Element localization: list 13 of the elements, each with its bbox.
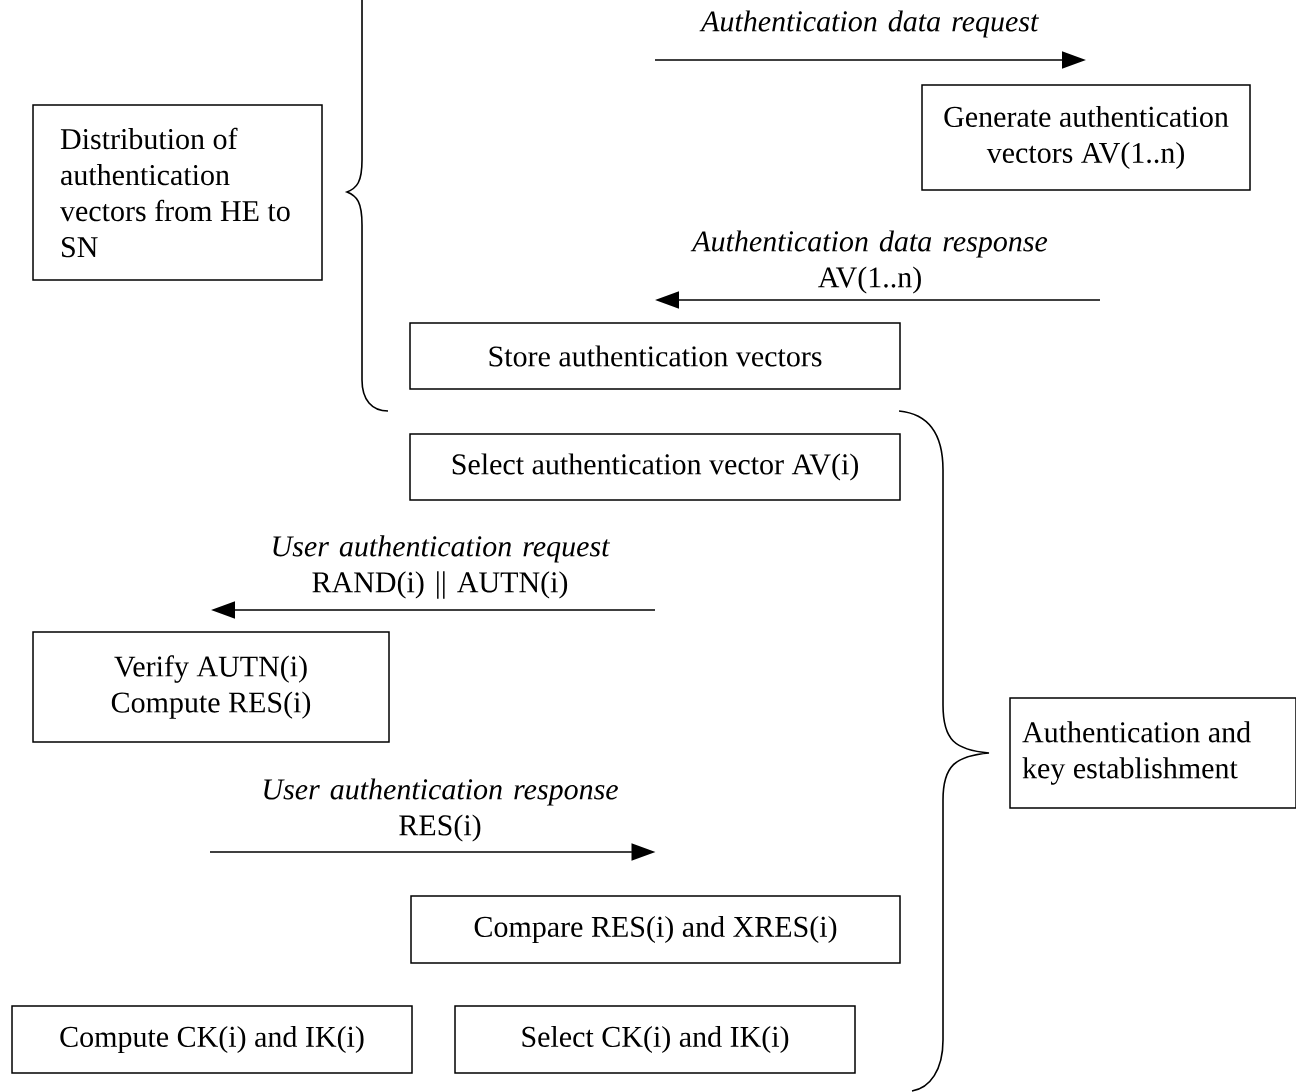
process-box: Compare RES(i) and XRES(i) [410,895,901,964]
process-box: Store authentication vectors [409,322,901,390]
process-box: Distribution of authentication vectors from HE to SN [32,104,323,281]
edge-label: User authentication request RAND(i) || AUTN(i) [273,535,611,599]
process-box: Authentication and key establishment [1009,697,1296,809]
edge-label: User authentication response RES(i) [264,778,618,842]
edge-label: Authentication data response AV(1..n) [690,230,1048,294]
edge-label: Authentication data request [699,10,1039,38]
process-box: Generate authentication vectors AV(1..n) [921,84,1251,191]
process-box: Verify AUTN(i) Compute RES(i) [32,631,390,743]
process-box: Compute CK(i) and IK(i) [11,1005,413,1074]
process-box: Select CK(i) and IK(i) [454,1005,856,1074]
process-box: Select authentication vector AV(i) [409,433,901,501]
